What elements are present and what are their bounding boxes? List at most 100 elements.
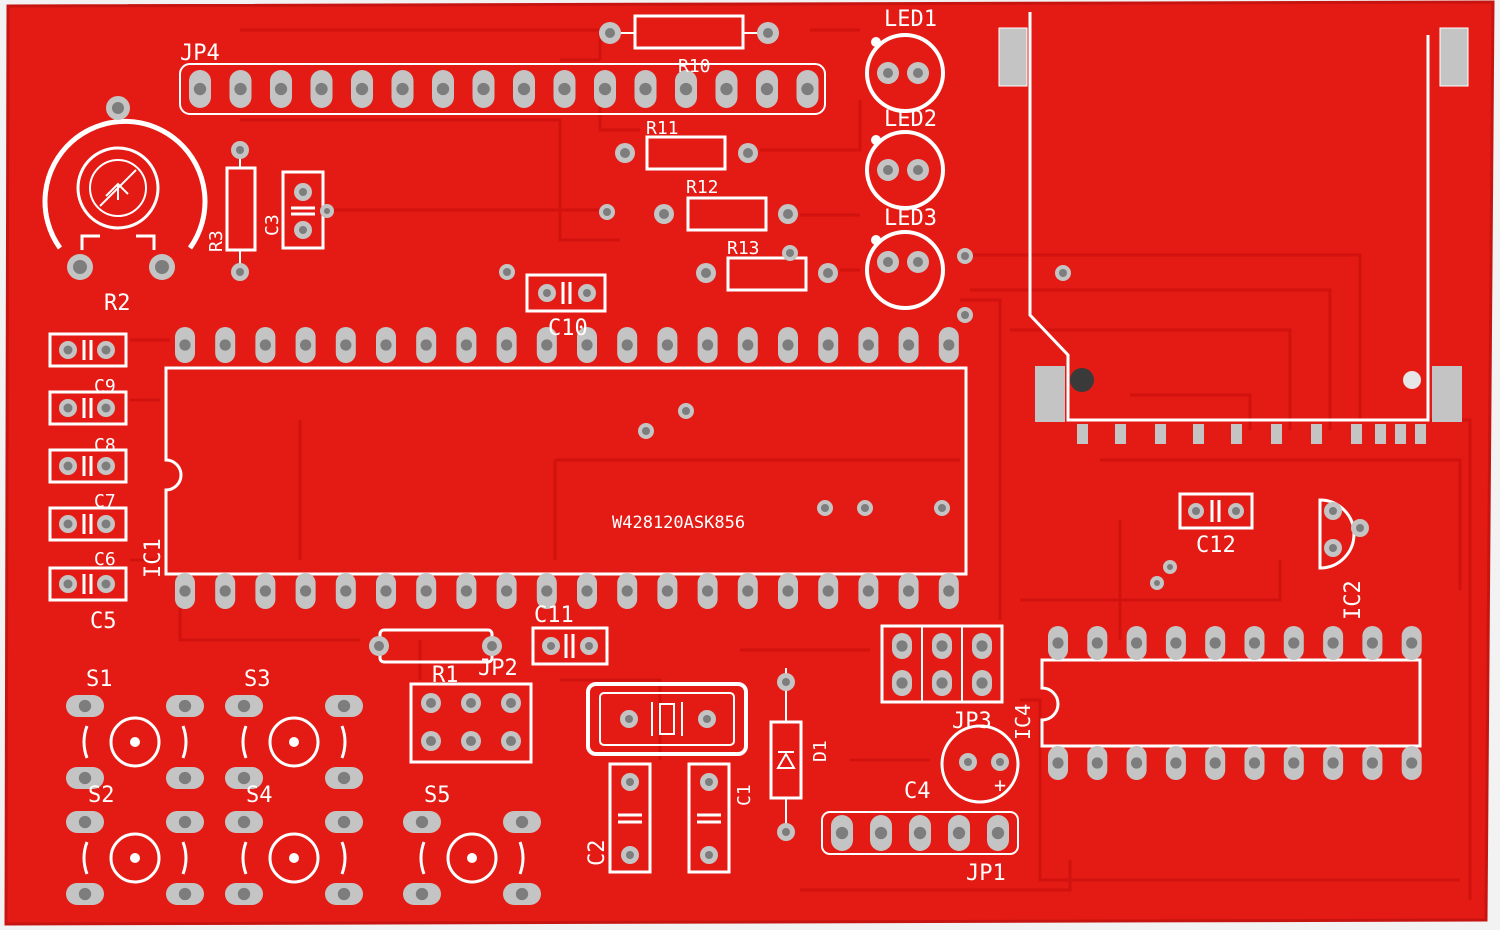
label-s5: S5 — [424, 783, 451, 808]
ic1-pin — [175, 327, 195, 363]
tact-switch — [225, 811, 363, 905]
label-s4: S4 — [246, 783, 273, 808]
label-c3: C3 — [262, 214, 283, 236]
jp3-pin — [972, 633, 992, 659]
label-s1: S1 — [86, 667, 113, 692]
switch-pad — [66, 695, 104, 717]
jp4-outline — [179, 63, 826, 115]
label-c11: C11 — [534, 603, 574, 628]
jp2-pins — [421, 693, 521, 751]
resistor-r10 — [599, 14, 779, 50]
jp1-pin — [987, 815, 1009, 851]
resistor-r1 — [369, 628, 502, 664]
led-1 — [865, 33, 945, 113]
c4-plus-marking: + — [994, 773, 1006, 797]
led-group — [865, 33, 945, 310]
ic1-pin — [255, 573, 276, 609]
ic1-pin — [416, 327, 437, 363]
capacitor-stack-c5-c9 — [48, 332, 128, 602]
board-substrate — [4, 0, 1495, 926]
cap-pad — [59, 399, 77, 417]
label-r3: R3 — [206, 230, 227, 252]
jp4-pin — [756, 70, 778, 108]
diode-d1 — [769, 668, 803, 841]
ic4-pin — [1087, 626, 1108, 660]
ic4-pin — [1244, 746, 1265, 780]
label-r10: R10 — [678, 56, 711, 77]
ic1-pin — [577, 573, 597, 609]
jp4-pins — [189, 70, 819, 108]
led-3 — [865, 230, 945, 310]
switch-pad — [403, 811, 441, 833]
jp4-pin — [715, 70, 738, 108]
label-ic1: IC1 — [141, 538, 166, 578]
ic4-pin — [1126, 626, 1147, 660]
ic1-pin — [456, 327, 477, 363]
label-jp2: JP2 — [478, 656, 518, 681]
ic1-pin — [818, 327, 839, 363]
cap-pad — [59, 341, 77, 359]
label-led1: LED1 — [884, 7, 937, 32]
label-c10: C10 — [548, 316, 588, 341]
jp3-pins — [892, 633, 992, 696]
label-r2: R2 — [104, 291, 131, 316]
header-jp4 — [179, 63, 826, 115]
resistor-r11 — [615, 135, 758, 171]
switch-pad — [225, 695, 263, 717]
ic4-pin — [1283, 746, 1304, 780]
ic1-pin — [737, 327, 758, 363]
switch-pad — [225, 883, 263, 905]
capacitor-small — [48, 566, 128, 602]
led-2 — [865, 130, 945, 210]
capacitor-c3 — [281, 170, 334, 250]
jp4-pin — [270, 70, 292, 108]
sd-contact — [1115, 424, 1126, 444]
label-r12: R12 — [686, 177, 719, 198]
sd-contact — [1395, 424, 1406, 444]
ic1-pin — [295, 327, 316, 363]
jp4-pin — [189, 70, 211, 108]
switch-pad — [225, 811, 263, 833]
ic4-pin — [1362, 746, 1383, 780]
jp4-pin — [472, 70, 495, 108]
ic1-pin — [778, 573, 798, 609]
pcb-board — [4, 0, 1495, 926]
label-r1: R1 — [432, 663, 459, 688]
jp4-pin — [432, 70, 454, 108]
ic1-pins — [175, 327, 959, 609]
ic1-pin — [215, 327, 236, 363]
sd-contact — [1351, 424, 1362, 444]
sd-contact — [1231, 424, 1242, 444]
ic1-dip40 — [164, 327, 968, 609]
ic1-pin — [898, 327, 919, 363]
cap-pad — [59, 575, 77, 593]
cap-pad — [97, 515, 115, 533]
switch-pad — [66, 811, 104, 833]
ic1-pin — [335, 573, 356, 609]
sd-card-socket — [998, 12, 1469, 444]
switch-pad — [403, 883, 441, 905]
ic1-pin — [175, 573, 195, 609]
label-c9: C9 — [94, 376, 116, 397]
jp1-pin — [831, 815, 853, 851]
ic1-pin — [617, 327, 638, 363]
vias — [499, 204, 1177, 590]
cap-pad — [97, 341, 115, 359]
ic1-pin — [496, 327, 517, 363]
tact-switch — [403, 811, 541, 905]
switch-pad — [325, 767, 363, 789]
label-ic4: IC4 — [1011, 704, 1035, 740]
sd-contact — [1311, 424, 1322, 444]
switch-pad — [325, 883, 363, 905]
jp4-pin — [634, 70, 657, 108]
ic4-pin — [1165, 626, 1186, 660]
ic1-pin — [657, 327, 678, 363]
ic1-pin — [255, 327, 276, 363]
ic4-pin — [1205, 746, 1226, 780]
label-d1: D1 — [810, 740, 831, 762]
sd-contacts — [1077, 424, 1426, 444]
capacitor-c10 — [525, 273, 607, 313]
cap-pad — [59, 457, 77, 475]
sd-contact — [1271, 424, 1282, 444]
switch-pad — [503, 811, 541, 833]
